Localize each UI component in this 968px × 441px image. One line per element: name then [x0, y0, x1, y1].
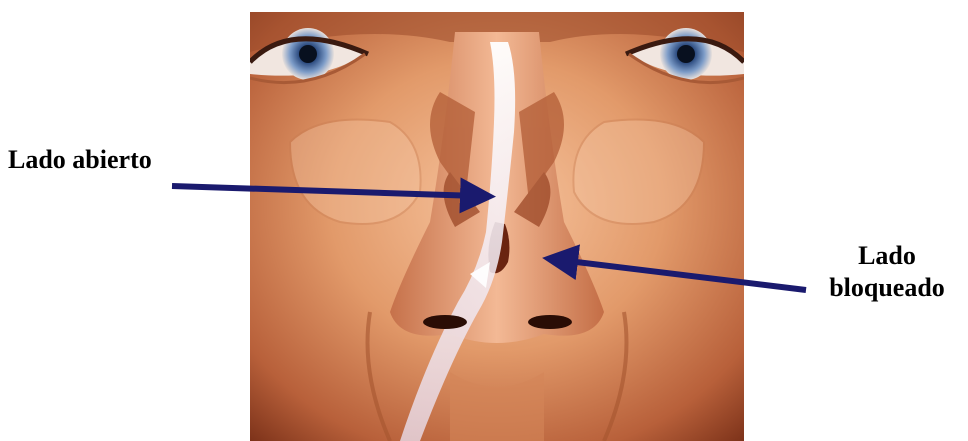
- label-blocked-line2: bloqueado: [806, 272, 968, 304]
- label-blocked-side: Lado bloqueado: [806, 240, 968, 304]
- nasal-anatomy-illustration: [250, 12, 744, 441]
- right-nostril: [528, 315, 572, 329]
- label-open-side: Lado abierto: [8, 144, 152, 176]
- left-nostril: [423, 315, 467, 329]
- label-blocked-line1: Lado: [806, 240, 968, 272]
